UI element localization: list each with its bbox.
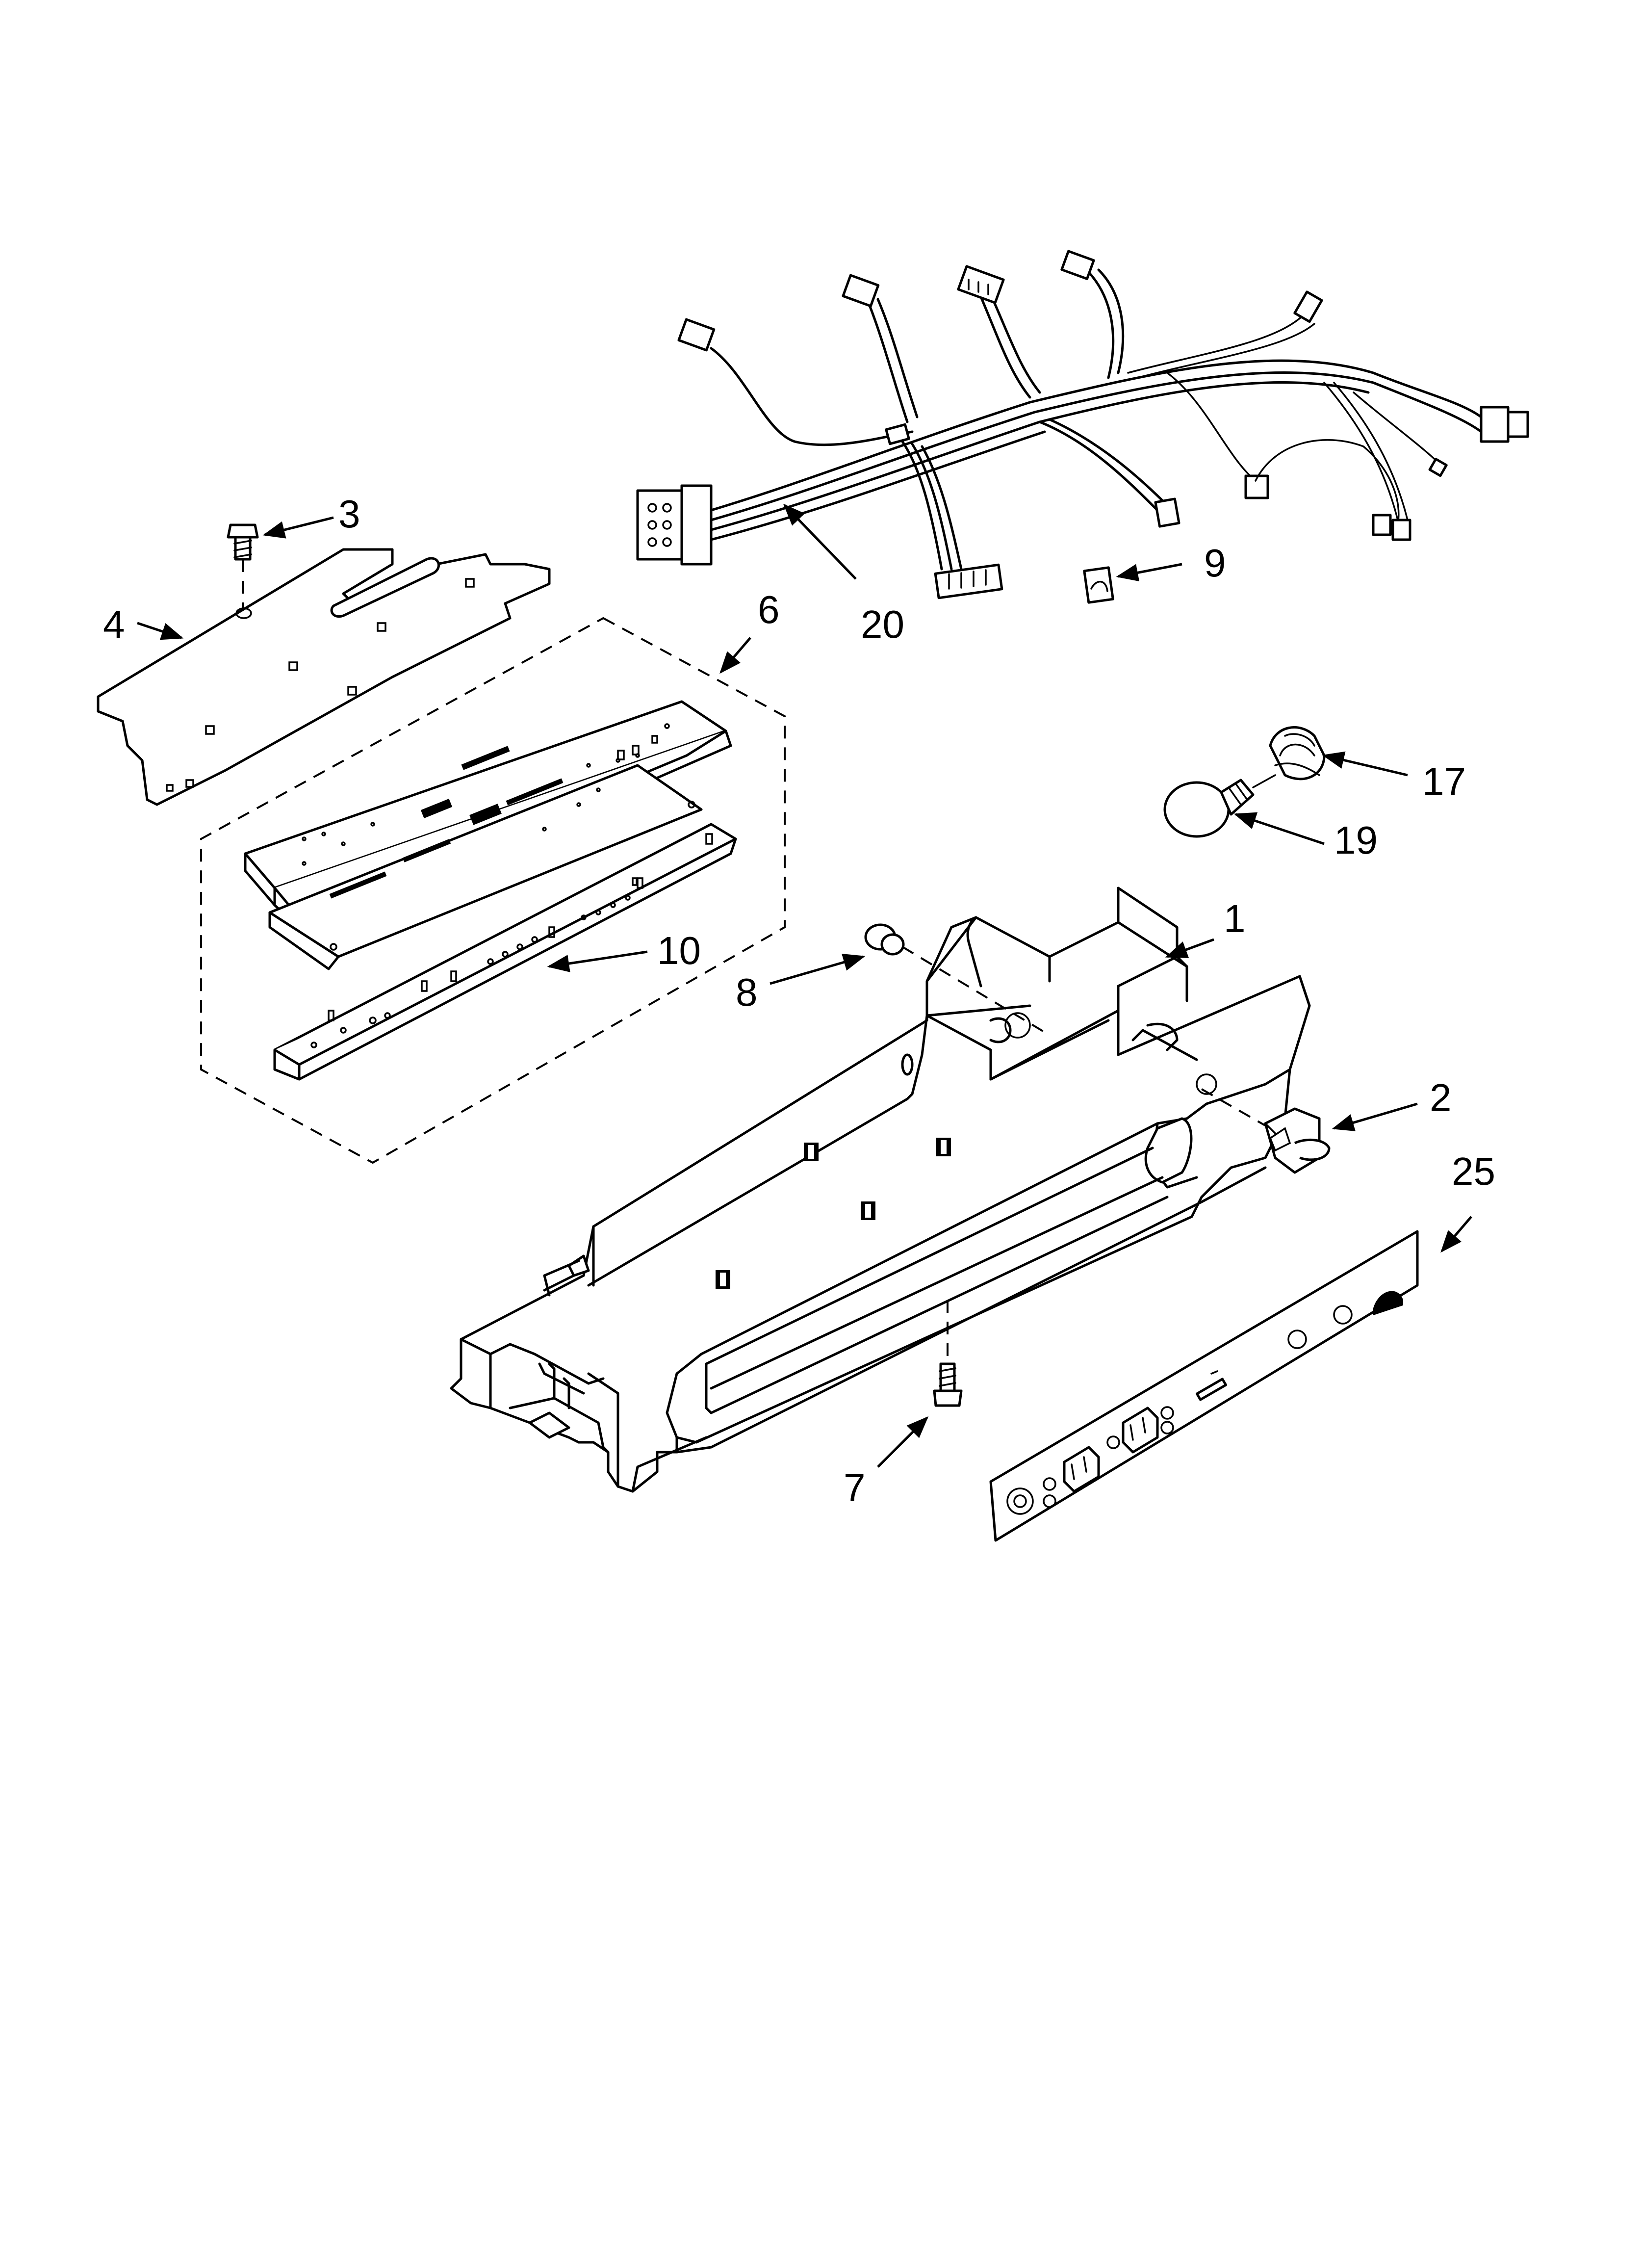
callout-20: 20 [861, 602, 904, 646]
callout-3: 3 [338, 492, 360, 536]
control-board-assembly [200, 617, 786, 1164]
callout-25: 25 [1452, 1149, 1495, 1193]
lower-control-board [273, 823, 737, 1081]
grommet [864, 923, 1051, 1036]
wire-harness [636, 250, 1529, 600]
callout-8: 8 [736, 970, 758, 1014]
callout-10: 10 [657, 929, 701, 972]
shield-plate [97, 548, 551, 806]
leader-lines [137, 503, 1472, 1468]
light-bulb [1163, 774, 1276, 838]
callout-7: 7 [844, 1466, 866, 1510]
upper-control-board [244, 700, 732, 970]
callout-2: 2 [1430, 1076, 1452, 1120]
callout-4: 4 [103, 602, 125, 646]
callout-9: 9 [1204, 541, 1226, 585]
callout-labels: 3 4 6 20 9 17 19 1 8 10 2 25 7 [103, 492, 1495, 1510]
callout-6: 6 [758, 588, 780, 631]
light-switch [1264, 1107, 1331, 1174]
lamp-socket [1269, 726, 1326, 781]
screw-3 [227, 523, 259, 608]
screw-7 [933, 1300, 963, 1407]
control-housing [450, 886, 1311, 1493]
callout-19: 19 [1334, 818, 1378, 862]
callout-1: 1 [1224, 897, 1246, 940]
callout-17: 17 [1422, 759, 1466, 803]
control-overlay [989, 1230, 1419, 1542]
small-clip [1083, 566, 1114, 604]
